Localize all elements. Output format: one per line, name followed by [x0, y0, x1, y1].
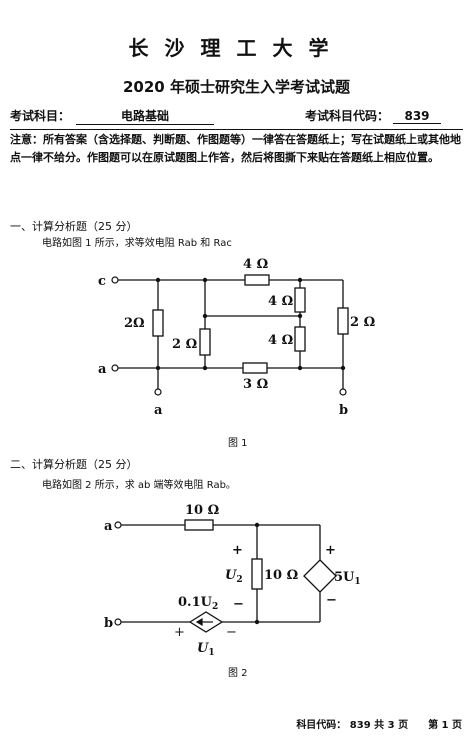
svg-text:5U1: 5U1 — [334, 570, 361, 587]
figure-2-caption: 图 2 — [228, 668, 248, 679]
subject-row: 考试科目： 电路基础 — [10, 107, 215, 125]
subject-code-row: 考试科目代码：839 — [305, 107, 442, 124]
fig1-r-lower-right: 4 Ω — [268, 333, 293, 348]
q1-heading: 一、计算分析题（25 分） — [10, 220, 138, 233]
fig2-u1-sub: 1 — [208, 648, 214, 658]
svg-text:U1: U1 — [197, 641, 215, 658]
figure-2-circuit: a b 10 Ω 10 Ω + − + − + − U2 5U1 0.1U2 U… — [104, 503, 361, 658]
code-value: 839 — [393, 109, 442, 124]
fig2-ccs-coef: 0.1U — [178, 595, 213, 610]
university-name: 长沙理工大学 — [128, 36, 345, 60]
fig2-ccs-sub: 2 — [212, 602, 218, 612]
fig2-node-a: a — [104, 519, 113, 534]
subject-label: 考试科目： — [10, 109, 71, 123]
fig1-node-c: c — [98, 274, 106, 289]
exam-title: 2020 年硕士研究生入学考试试题 — [123, 78, 350, 96]
fig1-node-a-bottom: a — [154, 403, 163, 418]
fig1-r-upper-right: 4 Ω — [268, 294, 293, 309]
fig2-u2-label: U — [225, 568, 237, 583]
svg-text:0.1U2: 0.1U2 — [178, 595, 218, 612]
figure-1-caption: 图 1 — [228, 438, 248, 449]
fig2-u2-minus: − — [233, 597, 244, 612]
q2-heading: 二、计算分析题（25 分） — [10, 458, 138, 471]
fig2-u1-plus: + — [174, 625, 185, 640]
fig2-node-b: b — [104, 616, 113, 631]
q1-prompt: 电路如图 1 所示，求等效电阻 Rab 和 Rac — [42, 238, 232, 249]
fig1-node-a: a — [98, 362, 107, 377]
page-footer: 科目代码： 839 共 3 页 第 1 页 — [296, 720, 462, 731]
fig1-r-far-right: 2 Ω — [350, 315, 375, 330]
fig2-vsrc-plus: + — [325, 543, 336, 558]
fig2-r-top: 10 Ω — [185, 503, 219, 518]
q2-prompt: 电路如图 2 所示，求 ab 端等效电阻 Rab。 — [42, 480, 236, 491]
fig2-vsrc-coef: 5U — [334, 570, 355, 585]
code-label: 考试科目代码： — [305, 109, 390, 123]
notice-text: 注意：所有答案（含选择题、判断题、作图题等）一律答在答题纸上；写在试题纸上或其他… — [10, 133, 461, 164]
fig1-node-b: b — [339, 403, 348, 418]
fig2-u2-plus: + — [232, 543, 243, 558]
subject-value: 电路基础 — [76, 107, 215, 125]
svg-text:U2: U2 — [225, 568, 243, 585]
fig1-r-bottom: 3 Ω — [243, 377, 268, 392]
fig2-vsrc-sub: 1 — [354, 577, 360, 587]
fig1-r-left: 2Ω — [124, 316, 145, 331]
fig2-u2-sub: 2 — [236, 575, 242, 585]
header-divider — [10, 129, 463, 130]
fig1-r-mid: 2 Ω — [172, 337, 197, 352]
fig2-r-mid: 10 Ω — [264, 568, 298, 583]
figure-1-circuit: c a a b 2Ω 2 Ω 4 Ω 4 Ω 4 Ω 3 Ω 2 Ω — [98, 257, 375, 418]
fig2-u1-minus: − — [226, 625, 237, 640]
fig1-r-top: 4 Ω — [243, 257, 268, 272]
fig2-vsrc-minus: − — [326, 593, 337, 608]
fig2-u1-label: U — [197, 641, 209, 656]
